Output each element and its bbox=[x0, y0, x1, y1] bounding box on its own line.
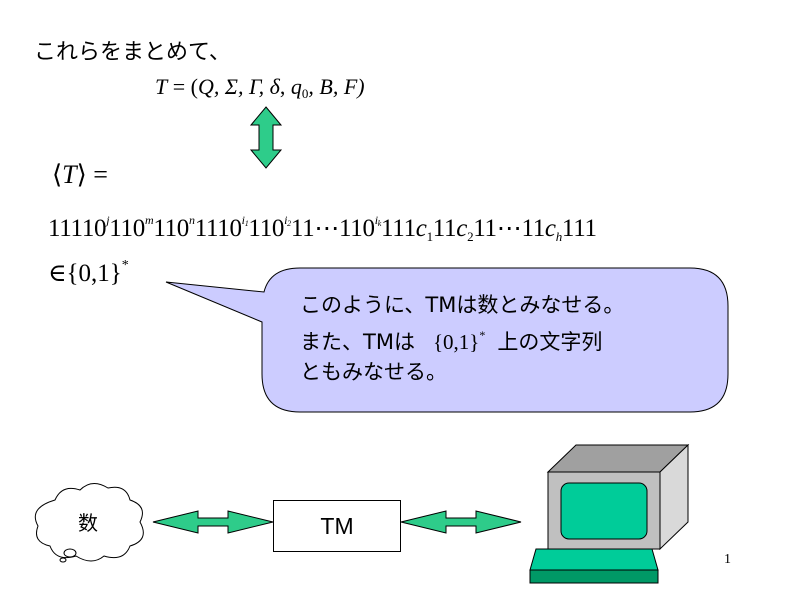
cloud-tail-icon bbox=[63, 548, 77, 558]
computer-icon bbox=[529, 443, 690, 584]
cloud-icon bbox=[34, 483, 144, 562]
callout-line-1: このように、TMは数とみなせる。 bbox=[300, 293, 625, 317]
membership-expression: ∈{0,1}* bbox=[48, 258, 129, 287]
slide-heading: これらをまとめて、 bbox=[34, 40, 231, 65]
encoding-string: 11110j110m110n1110i1110i211⋯110ik111c111… bbox=[48, 213, 597, 244]
callout-line-3: ともみなせる。 bbox=[300, 360, 447, 384]
callout-line-2: また、TMは{0,1}*上の文字列 bbox=[300, 328, 603, 354]
speech-bubble bbox=[165, 267, 729, 413]
callout-text: このように、TMは数とみなせる。 また、TMは{0,1}*上の文字列 ともみなせ… bbox=[300, 290, 700, 387]
double-arrow-icon bbox=[249, 106, 283, 169]
tm-tuple: T = (Q, Σ, Γ, δ, q0, B, F) bbox=[155, 74, 365, 101]
tm-label: TM bbox=[320, 512, 354, 539]
right-double-arrow-icon bbox=[400, 510, 522, 534]
left-double-arrow-icon bbox=[152, 510, 274, 534]
cloud-label: 数 bbox=[78, 511, 98, 535]
encoding-lhs: ⟨T⟩ = bbox=[52, 160, 108, 189]
page-number: 1 bbox=[724, 552, 731, 567]
tm-box: TM bbox=[273, 500, 401, 552]
